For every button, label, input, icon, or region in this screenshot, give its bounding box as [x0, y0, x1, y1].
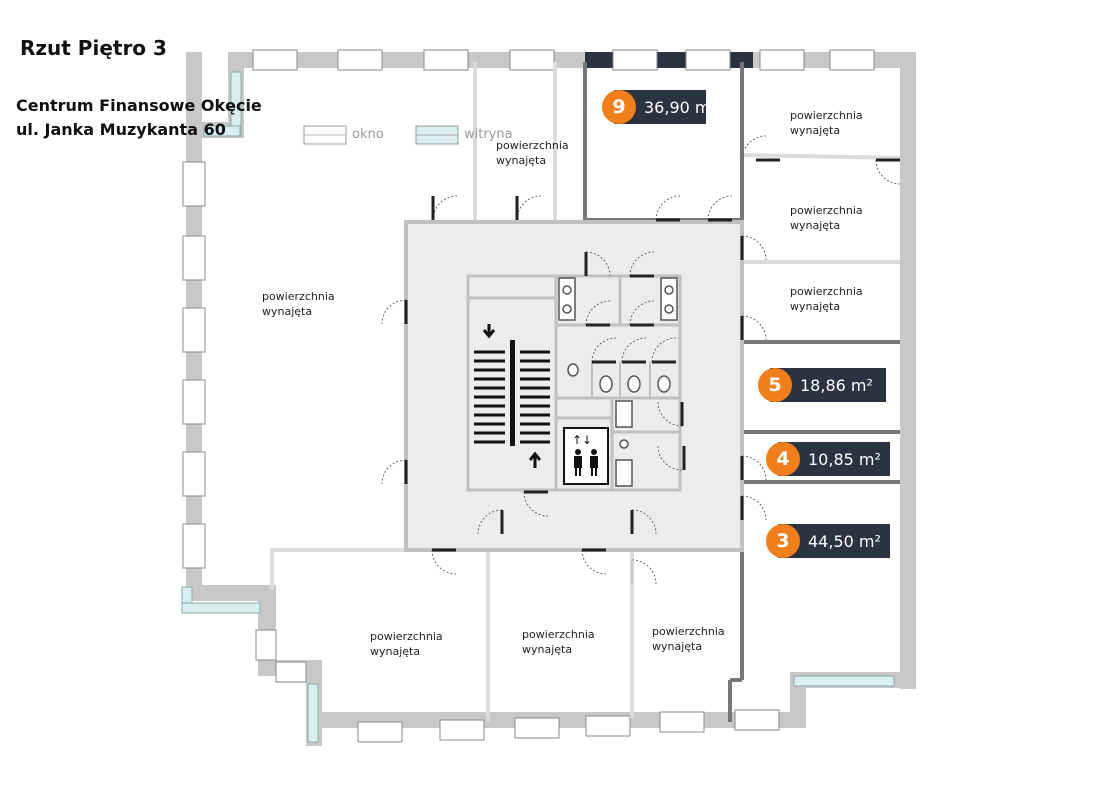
sanitary-fixtures — [558, 277, 678, 487]
elevator-icon: ↑↓ — [563, 427, 609, 485]
office-area: 36,90 m² — [644, 97, 717, 117]
stairs-icon — [474, 324, 550, 468]
page-title: Rzut Piętro 3 — [20, 36, 167, 60]
office-number: 3 — [766, 524, 800, 558]
office-badge-5[interactable]: 5 18,86 m² — [758, 368, 886, 402]
legend-window-label: okno — [352, 127, 384, 142]
building-name: Centrum Finansowe Okęcie — [16, 96, 262, 115]
office-number: 5 — [758, 368, 792, 402]
legend-swatches — [303, 125, 459, 145]
building-core — [404, 220, 744, 552]
office-9-walls — [583, 62, 744, 222]
office-badge-4[interactable]: 4 10,85 m² — [766, 442, 890, 476]
office-badge-3[interactable]: 3 44,50 m² — [766, 524, 890, 558]
windows — [182, 49, 875, 743]
office-number: 9 — [602, 90, 636, 124]
office-number: 4 — [766, 442, 800, 476]
office-badge-9[interactable]: 9 36,90 m² — [602, 90, 717, 124]
showcase-glazing — [181, 71, 895, 743]
building-address: ul. Janka Muzykanta 60 — [16, 120, 226, 139]
office-area: 44,50 m² — [808, 531, 881, 551]
legend-showcase-label: witryna — [464, 127, 513, 142]
door-swing-icon — [381, 135, 901, 585]
svg-text:↑↓: ↑↓ — [572, 433, 592, 447]
office-area: 10,85 m² — [808, 449, 881, 469]
office-area: 18,86 m² — [800, 375, 873, 395]
